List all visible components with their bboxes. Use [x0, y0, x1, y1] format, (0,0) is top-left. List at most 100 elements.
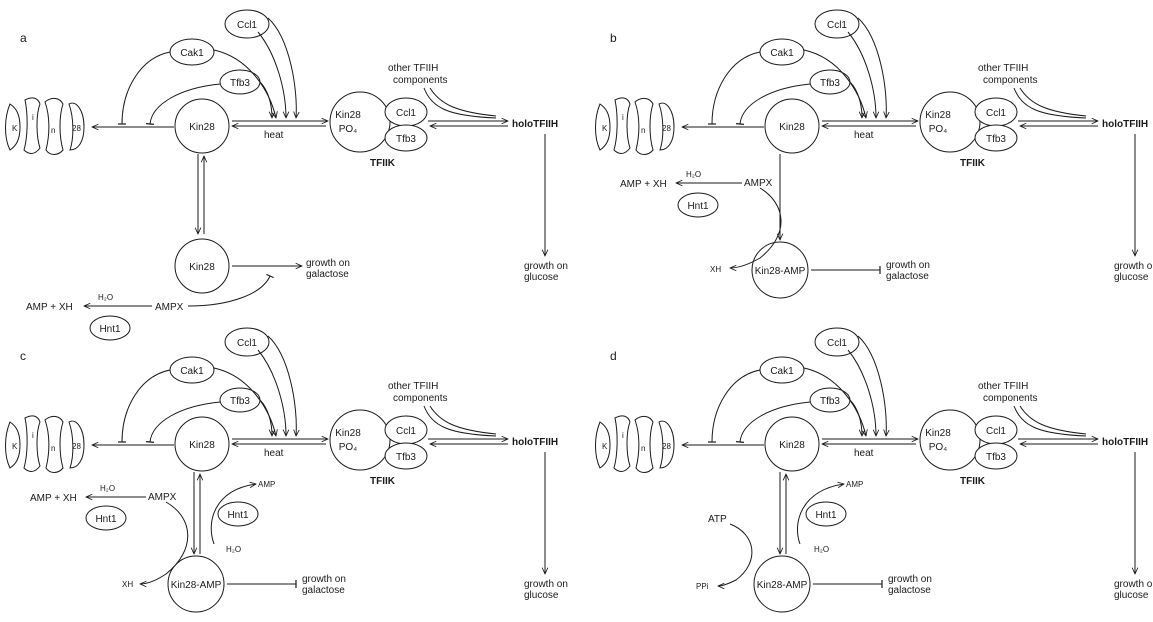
glucose-label-1: growth on — [1114, 579, 1153, 590]
ccl1-activation-arrow-2 — [857, 335, 886, 436]
ampx-inhibition — [187, 273, 274, 307]
proteasome-label-28: 28 — [72, 124, 81, 133]
hnt1-reverse-node — [217, 501, 259, 527]
proteasome-label-n: n — [641, 126, 645, 135]
cak1-label: Cak1 — [180, 366, 204, 377]
panel-letter: a — [20, 31, 27, 45]
cak1-activation-arrow — [213, 49, 276, 118]
panel-a: a K i n 28 Ccl1 Cak1 Tfb3 Kin28 — [5, 9, 568, 341]
tfb3-tfiik-node — [974, 124, 1018, 152]
ccl1-activation-arrow-2 — [857, 17, 886, 118]
proteasome-degradation-icon: K i n 28 — [595, 97, 675, 155]
other-tfiih-label-1: other TFIIH — [978, 63, 1028, 74]
kin28-amp-label: Kin28-AMP — [171, 580, 222, 591]
other-tfiih-label-2: components — [393, 393, 447, 404]
kin28-lower-node — [174, 238, 230, 294]
ccl1-activation-arrow-2 — [267, 335, 296, 436]
other-components-arrow-2 — [1019, 87, 1087, 117]
kin28-po4-node — [329, 409, 391, 471]
tfiik-label: TFIIK — [370, 158, 396, 169]
kin28-node — [764, 416, 820, 472]
heat-label: heat — [854, 448, 874, 459]
panel-b-lower: Kin28-AMP growth on galactose AMPX AMP +… — [620, 154, 930, 299]
kin28-po4-label-2: PO₄ — [339, 442, 358, 453]
hnt1-label: Hnt1 — [99, 324, 121, 335]
atp-label: ATP — [708, 514, 727, 525]
tfb3-activation-arrow — [849, 81, 862, 118]
kin28-amp-node — [751, 241, 809, 299]
hnt1-node — [677, 192, 719, 218]
proteasome-label-k: K — [12, 124, 18, 133]
tfb3-tfiik-label: Tfb3 — [396, 452, 416, 463]
holotfiih-label: holoTFIIH — [1102, 437, 1148, 448]
proteasome-label-k: K — [12, 442, 18, 451]
panel-d-lower: Kin28-AMP growth on galactose ATP PPi Hn… — [696, 472, 932, 613]
ccl1-node — [224, 327, 270, 357]
ampx-label: AMPX — [744, 178, 773, 189]
other-components-arrow-1 — [1013, 405, 1087, 437]
heat-label: heat — [264, 448, 284, 459]
cak1-inhibition — [707, 369, 761, 443]
tfb3-tfiik-node — [384, 442, 428, 470]
glucose-label-2: glucose — [1114, 272, 1149, 283]
proteasome-label-k: K — [602, 442, 608, 451]
proteasome-label-i: i — [32, 431, 34, 440]
ccl1-tfiik-label: Ccl1 — [986, 108, 1006, 119]
hnt1-label: Hnt1 — [687, 201, 709, 212]
kin28-po4-node — [919, 91, 981, 153]
panel-letter: c — [20, 349, 26, 363]
tfb3-activation-arrow — [259, 81, 272, 118]
ccl1-tfiik-label: Ccl1 — [396, 426, 416, 437]
hnt1-label: Hnt1 — [95, 514, 117, 525]
ampx-label: AMPX — [155, 302, 184, 313]
ccl1-activation-arrow-1 — [847, 349, 876, 436]
galactose-label-2: galactose — [886, 271, 929, 282]
panel-letter: b — [610, 31, 617, 45]
ccl1-label: Ccl1 — [827, 20, 847, 31]
ampx-to-kin28amp-arrow — [140, 501, 189, 584]
kin28-po4-node — [919, 409, 981, 471]
ccl1-label: Ccl1 — [237, 20, 257, 31]
proteasome-label-i: i — [32, 113, 34, 122]
glucose-label-2: glucose — [524, 272, 559, 283]
tfb3-tfiik-label: Tfb3 — [986, 134, 1006, 145]
kin28-po4-label-1: Kin28 — [925, 110, 951, 121]
panel-a-lower: Kin28 growth on galactose AMPX AMP + XH … — [26, 154, 350, 341]
tfb3-label: Tfb3 — [230, 78, 250, 89]
panel-letter: d — [610, 349, 617, 363]
ccl1-activation-arrow-1 — [847, 31, 876, 118]
panel-c-lower: Kin28-AMP growth on galactose AMPX AMP +… — [30, 472, 346, 613]
other-components-arrow-1 — [423, 87, 497, 119]
galactose-label-1: growth on — [302, 574, 346, 585]
proteasome-degradation-icon: K i n 28 — [595, 415, 675, 473]
kin28-po4-label-1: Kin28 — [335, 110, 361, 121]
tfb3-inhibition — [735, 401, 811, 444]
tfb3-activation-arrow — [849, 399, 862, 436]
atp-to-kin28amp-arrow — [718, 523, 753, 586]
tfb3-tfiik-node — [974, 442, 1018, 470]
h2o-reverse-label: H₂O — [226, 545, 241, 554]
other-components-arrow-1 — [1013, 87, 1087, 119]
proteasome-label-i: i — [622, 113, 624, 122]
kin28-po4-label-2: PO₄ — [929, 442, 948, 453]
other-components-arrow-1 — [423, 405, 497, 437]
ccl1-node — [224, 9, 270, 39]
panel-b: b K i n 28 Ccl1 Cak1 Tfb3 Kin28 — [595, 9, 1153, 299]
heat-label: heat — [264, 130, 284, 141]
cak1-label: Cak1 — [770, 48, 794, 59]
other-components-arrow-2 — [429, 87, 497, 117]
other-tfiih-label-1: other TFIIH — [978, 381, 1028, 392]
tfb3-tfiik-label: Tfb3 — [396, 134, 416, 145]
proteasome-degradation-icon: K i n 28 — [5, 415, 85, 473]
tfb3-label: Tfb3 — [820, 396, 840, 407]
amp-release-label: AMP — [846, 480, 863, 489]
hnt1-amp-release-arrow — [796, 484, 844, 545]
cak1-inhibition — [707, 51, 761, 125]
proteasome-label-n: n — [51, 126, 55, 135]
tfiik-label: TFIIK — [960, 476, 986, 487]
kin28-amp-label: Kin28-AMP — [755, 266, 806, 277]
ccl1-activation-arrow-2 — [267, 17, 296, 118]
kin28-label: Kin28 — [779, 122, 805, 133]
kin28-po4-label-2: PO₄ — [929, 124, 948, 135]
galactose-label-1: growth on — [306, 258, 350, 269]
